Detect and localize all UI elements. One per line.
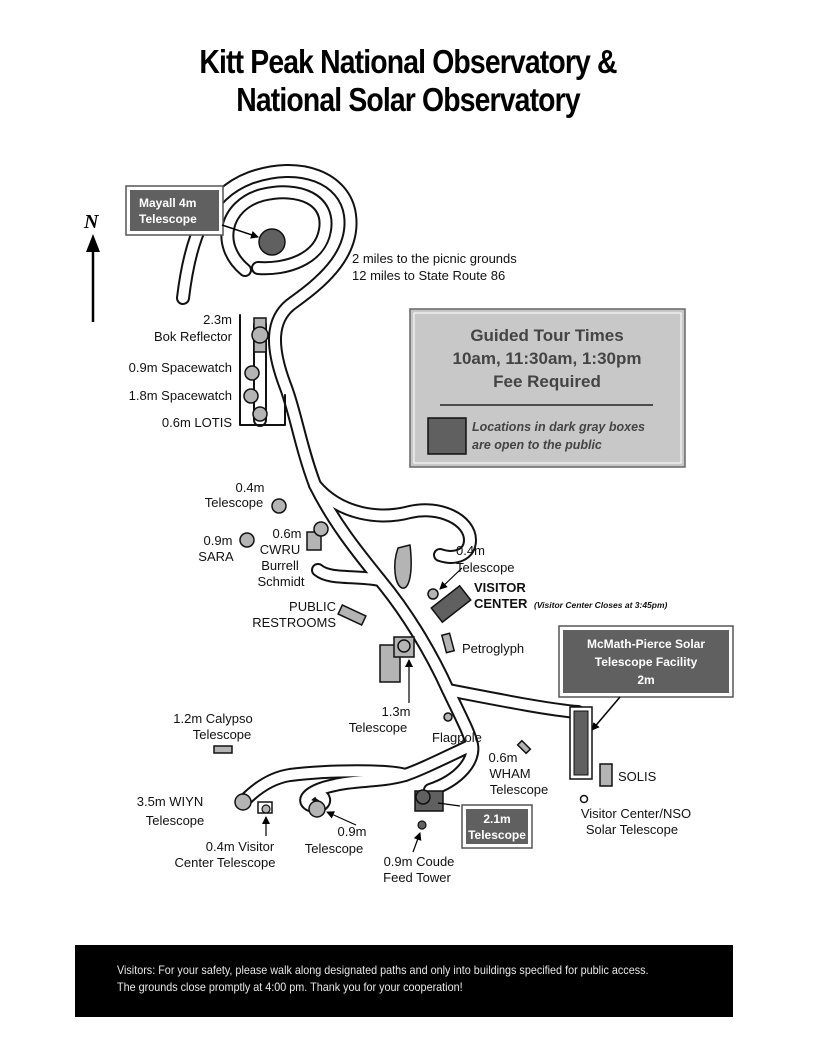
road-note-line2: 12 miles to State Route 86 [352,268,505,283]
footer-notice: Visitors: For your safety, please walk a… [75,945,733,1017]
spacewatch-09-label: 0.9m Spacewatch [129,360,232,375]
map-title-line2: National Solar Observatory [236,81,580,118]
nso-line2: Solar Telescope [586,822,678,837]
bok-reflector-dome [251,326,269,344]
legend-swatch [427,417,467,455]
mcmath-building[interactable] [573,710,589,776]
t04-visitor-line2: Telescope [456,560,515,575]
mayall-dome[interactable] [258,228,286,256]
cwru-line1: 0.6m [273,526,302,541]
t04-upper-line1: 0.4m [236,480,265,495]
t21-line2: Telescope [468,828,526,842]
wham-line1: 0.6m [489,750,518,765]
t13-line2: Telescope [349,720,408,735]
wham-line2: WHAM [489,766,530,781]
visitor-center-note: (Visitor Center Closes at 3:45pm) [534,600,668,610]
restrooms-line1: PUBLIC [289,599,336,614]
t04-visitor-line1: 0.4m [456,543,485,558]
telescope-13-dome [397,639,411,653]
lotis-label: 0.6m LOTIS [162,415,232,430]
petroglyph-label: Petroglyph [462,641,524,656]
map-title-line1: Kitt Peak National Observatory & [199,43,617,80]
telescope-21-dome[interactable] [415,789,431,805]
mayall-line1: Mayall 4m [139,196,196,210]
restrooms-building[interactable] [337,603,367,627]
mayall-line2: Telescope [139,212,197,226]
coude-line2: Feed Tower [383,870,451,885]
cwru-line2: CWRU [260,542,300,557]
spacewatch-09-dome [244,365,260,381]
footer-line1: Visitors: For your safety, please walk a… [117,963,649,977]
visitor-center-line1: VISITOR [474,580,526,595]
t04-upper-line2: Telescope [205,495,264,510]
lotis-dome [252,406,268,422]
tour-times-box: Guided Tour Times 10am, 11:30am, 1:30pm … [409,308,686,468]
sara-dome [239,532,255,548]
bok-line1: 2.3m [203,312,232,327]
nso-line1: Visitor Center/NSO [581,806,691,821]
flagpole-label: Flagpole [432,730,482,745]
visitor-04-dome [261,804,271,814]
t13-line1: 1.3m [382,704,411,719]
calypso-building [213,745,233,754]
visitor-center-building[interactable] [430,584,472,624]
tour-title: Guided Tour Times [470,326,623,345]
north-arrow-icon [86,234,100,322]
mcmath-public-box[interactable]: McMath-Pierce Solar Telescope Facility 2… [558,625,734,698]
wham-line3: Telescope [490,782,549,797]
t21-public-box[interactable]: 2.1m Telescope [461,804,533,849]
t09-line1: 0.9m [338,824,367,839]
solis-label: SOLIS [618,769,657,784]
cwru-dome [313,521,329,537]
mayall-public-box[interactable]: Mayall 4m Telescope [125,185,224,236]
legend-line2: are open to the public [472,438,602,452]
mcmath-line1: McMath-Pierce Solar [587,637,705,651]
t09-line2: Telescope [305,841,364,856]
t21-line1: 2.1m [483,812,510,826]
wiyn-line1: 3.5m WIYN [137,794,203,809]
tour-times: 10am, 11:30am, 1:30pm [452,349,641,368]
cwru-line3: Burrell [261,558,299,573]
nso-solar-marker [579,794,589,804]
calypso-line1: 1.2m Calypso [173,711,252,726]
wiyn-dome [234,793,252,811]
bok-line2: Bok Reflector [154,329,233,344]
wiyn-line2: Telescope [146,813,205,828]
spacewatch-18-dome [243,388,259,404]
visitor-center-line2: CENTER [474,596,528,611]
telescope-09-dome [308,800,326,818]
flagpole-marker [443,712,453,722]
mcmath-line3: 2m [637,673,654,687]
wham-building [516,739,532,755]
sara-line1: 0.9m [204,533,233,548]
footer-line2: The grounds close promptly at 4:00 pm. T… [117,980,463,994]
road-network [176,163,585,814]
visitor-04-line1: 0.4m Visitor [206,839,275,854]
cwru-line4: Schmidt [258,574,305,589]
legend-line1: Locations in dark gray boxes [472,420,645,434]
solis-building [599,763,613,787]
road-note-line1: 2 miles to the picnic grounds [352,251,517,266]
telescope-04-upper-dome [271,498,287,514]
sara-line2: SARA [198,549,234,564]
north-label: N [83,211,100,233]
petroglyph-marker[interactable] [440,632,456,654]
mcmath-line2: Telescope Facility [595,655,698,669]
restrooms-line2: RESTROOMS [252,615,336,630]
spacewatch-18-label: 1.8m Spacewatch [129,388,232,403]
tour-fee: Fee Required [493,372,601,391]
calypso-line2: Telescope [193,727,252,742]
telescope-04-visitor-dome [427,588,439,600]
coude-tower-marker [417,820,427,830]
coude-line1: 0.9m Coude [384,854,455,869]
visitor-04-line2: Center Telescope [175,855,276,870]
